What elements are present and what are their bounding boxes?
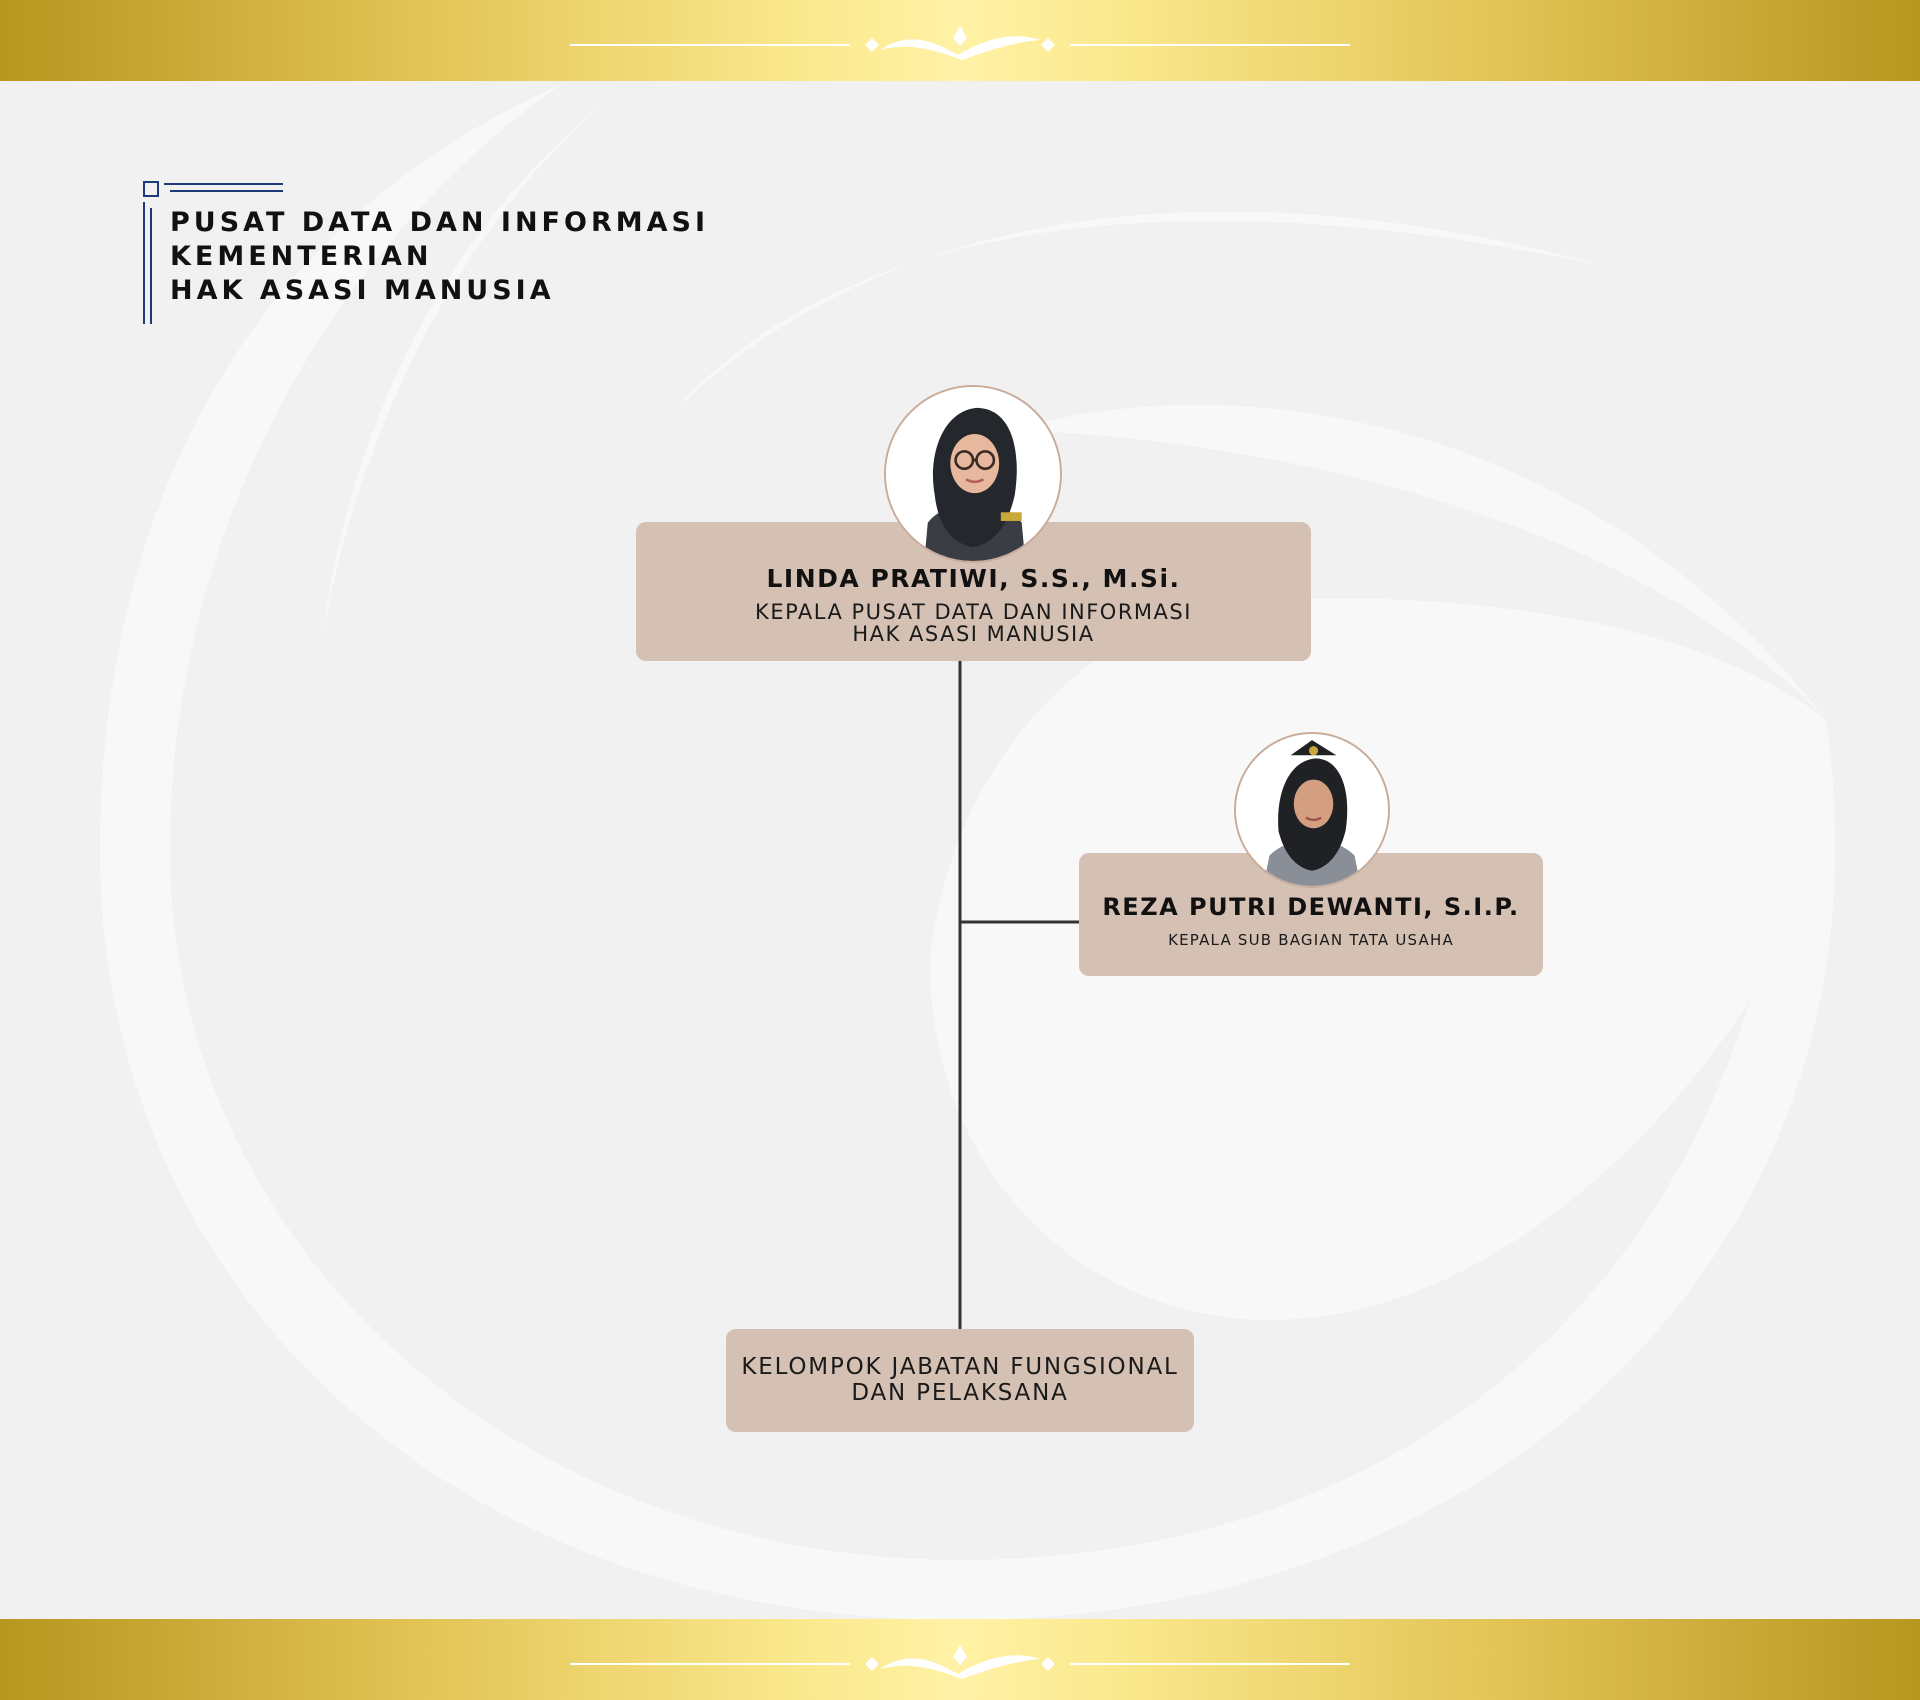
group-role-line-1: KELOMPOK JABATAN FUNGSIONAL: [741, 1354, 1179, 1380]
head-role-line-2: HAK ASASI MANUSIA: [852, 622, 1095, 646]
group-role: KELOMPOK JABATAN FUNGSIONAL DAN PELAKSAN…: [726, 1354, 1194, 1406]
portrait-photo-icon: [886, 387, 1060, 561]
top-gold-band: [0, 0, 1920, 81]
head-name: LINDA PRATIWI, S.S., M.Si.: [766, 564, 1181, 593]
org-node-functional-group: KELOMPOK JABATAN FUNGSIONAL DAN PELAKSAN…: [726, 1329, 1194, 1432]
subordinate-name: REZA PUTRI DEWANTI, S.I.P.: [1102, 893, 1520, 921]
subordinate-role: KEPALA SUB BAGIAN TATA USAHA: [1168, 931, 1454, 949]
ornament-flourish-icon: [570, 26, 1350, 60]
page-title: PUSAT DATA DAN INFORMASI KEMENTERIAN HAK…: [170, 206, 709, 308]
page-title-line-1: PUSAT DATA DAN INFORMASI: [170, 207, 709, 238]
bottom-gold-band: [0, 1619, 1920, 1700]
head-role: KEPALA PUSAT DATA DAN INFORMASI HAK ASAS…: [636, 601, 1311, 645]
page-title-line-3: HAK ASASI MANUSIA: [170, 275, 555, 306]
ornament-flourish-icon: [570, 1645, 1350, 1679]
group-role-line-2: DAN PELAKSANA: [851, 1380, 1069, 1406]
page-title-line-2: KEMENTERIAN: [170, 241, 433, 272]
head-avatar: [884, 385, 1062, 563]
head-role-line-1: KEPALA PUSAT DATA DAN INFORMASI: [755, 600, 1192, 624]
portrait-photo-icon: [1236, 734, 1388, 886]
subordinate-avatar: [1234, 732, 1390, 888]
corner-frame-decoration: [143, 181, 283, 324]
